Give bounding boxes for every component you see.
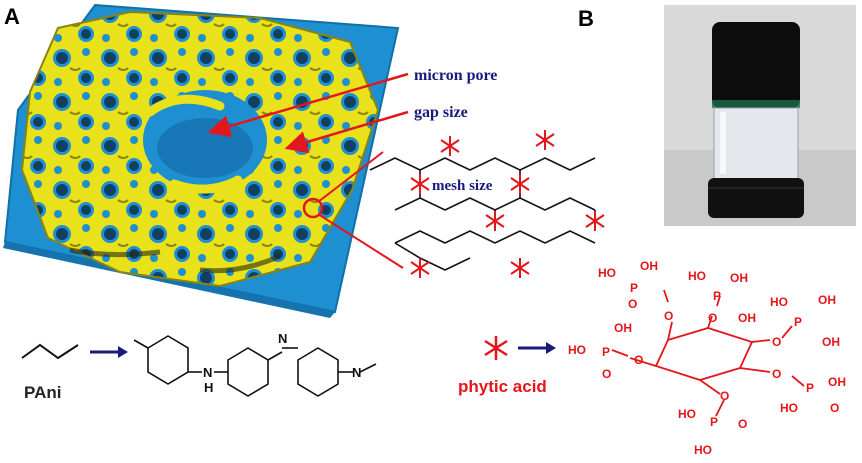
pani-imine-n-1: N — [278, 331, 287, 346]
pani-zigzag-symbol — [21, 343, 79, 360]
phytic-star-2 — [535, 130, 555, 150]
micron-pore-arrow — [207, 72, 409, 138]
phytic-atoms: HO OH P O O OH HO P O O HO OH P OH O HO … — [568, 259, 846, 457]
atom-oh-1: OH — [640, 259, 658, 273]
pani-ring-3 — [297, 347, 339, 397]
phytic-acid-crosslinks — [410, 130, 605, 278]
phytic-star-8 — [510, 258, 530, 278]
atom-o-4: O — [634, 353, 643, 367]
chain-3-tail — [394, 242, 471, 271]
chain-1 — [369, 157, 596, 171]
atom-ho-7: HO — [694, 443, 712, 457]
pani-imine-n-2: N — [352, 365, 361, 380]
micron-pore-label: micron pore — [414, 67, 497, 84]
panel-label-b: B — [578, 6, 594, 31]
atom-o-9: O — [720, 389, 729, 403]
atom-p-4: P — [794, 315, 802, 329]
phytic-star-1 — [440, 136, 460, 156]
phytic-star-symbol — [484, 336, 508, 360]
inositol-ring — [654, 327, 754, 381]
gap-size-arrow — [284, 110, 409, 154]
pani-label: PAni — [24, 383, 61, 402]
vial-photo — [664, 5, 856, 226]
mesh-size-label: mesh size — [432, 178, 493, 194]
atom-o-1: O — [628, 297, 637, 311]
atom-oh-4: OH — [738, 311, 756, 325]
phytic-acid-label: phytic acid — [458, 377, 547, 396]
mesh-zoom-circle — [302, 197, 324, 219]
pani-ring-2 — [227, 347, 269, 397]
hydrogel-block — [3, 3, 400, 318]
atom-p-5: P — [806, 381, 814, 395]
atom-p-3: P — [713, 289, 721, 303]
vial-cap — [708, 178, 804, 218]
atom-ho-4: HO — [770, 295, 788, 309]
inverted-gel — [712, 22, 800, 108]
phytic-star-5 — [485, 211, 505, 231]
atom-o-6: O — [772, 335, 781, 349]
pani-amine-n: N — [203, 365, 212, 380]
pani-ring-1 — [147, 335, 189, 385]
atom-ho-3: HO — [688, 269, 706, 283]
gap-size-label: gap size — [414, 104, 468, 121]
atom-ho-1: HO — [598, 266, 616, 280]
atom-oh-6: OH — [822, 335, 840, 349]
atom-o-10: O — [738, 417, 747, 431]
zoom-line-upper — [317, 151, 384, 203]
atom-o-7: O — [772, 367, 781, 381]
phytic-star-4 — [510, 174, 530, 194]
atom-o-8: O — [830, 401, 839, 415]
crosslinked-chains — [369, 157, 596, 271]
phytic-star-6 — [585, 211, 605, 231]
atom-p-1: P — [630, 281, 638, 295]
atom-p-6: P — [710, 415, 718, 429]
annotation-arrows — [207, 72, 409, 269]
atom-p-2: P — [602, 345, 610, 359]
atom-o-3: O — [602, 367, 611, 381]
phytic-legend: phytic acid — [458, 336, 556, 396]
phytic-star-3 — [410, 174, 430, 194]
atom-o-5: O — [708, 311, 717, 325]
vial-glass — [713, 107, 799, 181]
atom-oh-3: OH — [730, 271, 748, 285]
zoom-line-lower — [317, 213, 404, 269]
polyaniline-network — [20, 10, 380, 288]
chain-3 — [394, 230, 596, 244]
phytic-acid-structure — [611, 289, 805, 417]
atom-ho-2: HO — [568, 343, 586, 357]
atom-oh-2: OH — [614, 321, 632, 335]
pani-structure — [133, 335, 377, 397]
atom-oh-7: OH — [828, 375, 846, 389]
pani-amine-h: H — [204, 380, 213, 395]
pani-legend: PAni — [21, 343, 128, 402]
chain-2 — [394, 197, 596, 211]
atom-o-2: O — [664, 309, 673, 323]
panel-label-a: A — [4, 4, 20, 29]
atom-ho-5: HO — [780, 401, 798, 415]
atom-ho-6: HO — [678, 407, 696, 421]
gel-front-edge — [3, 242, 335, 318]
phytic-star-7 — [410, 258, 430, 278]
atom-oh-5: OH — [818, 293, 836, 307]
